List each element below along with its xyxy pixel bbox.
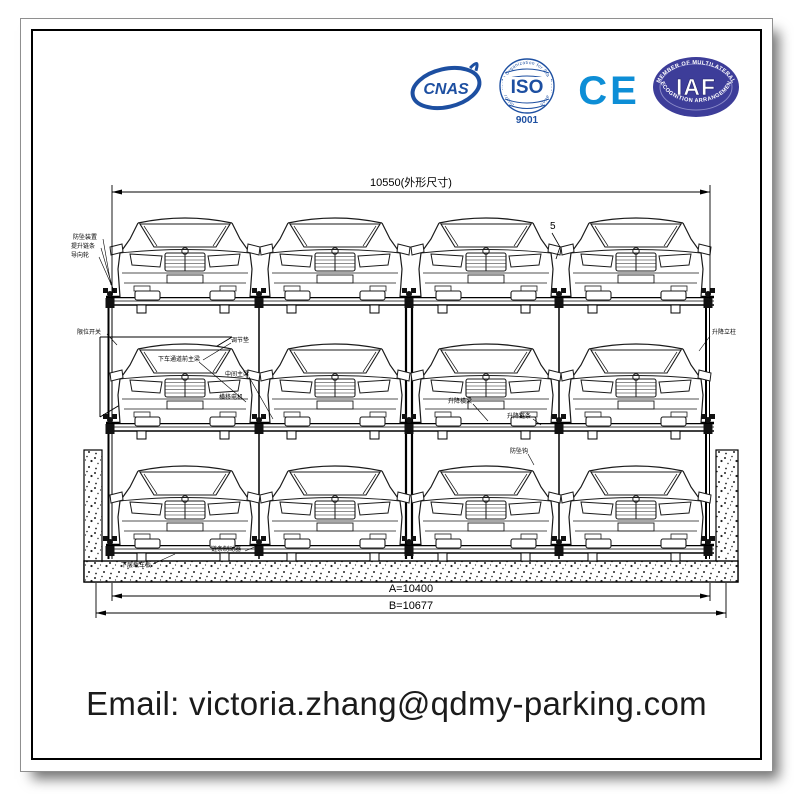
ce-label: CE	[579, 69, 639, 113]
part-label: 调节垫	[231, 336, 249, 344]
part-label: 下车通道前主梁	[158, 355, 200, 363]
part-label: 限位开关	[77, 328, 101, 336]
pit-floor	[83, 560, 739, 583]
callout-5: 5	[550, 221, 561, 260]
iso-label: ISO	[511, 77, 544, 98]
part-label: 下层载车板	[121, 561, 151, 569]
part-label: 防坠装置	[73, 233, 97, 241]
part-label: 链条制动器	[211, 545, 241, 553]
dimension-b: B=10677	[95, 583, 727, 618]
annotation-labels: 防坠装置 提升链条 导向轮 限位开关 调节垫 下车通道前主梁 中间主梁 横移电机…	[71, 233, 736, 569]
ce-mark-logo: CE	[579, 69, 639, 113]
contact-email: Email: victoria.zhang@qdmy-parking.com	[86, 685, 707, 722]
part-label: 横移电机	[219, 393, 243, 401]
cnas-logo: CNAS	[410, 62, 482, 111]
iaf-logo: MEMBER OF MULTILATERAL RECOGNITION ARRAN…	[651, 55, 739, 117]
iaf-label: IAF	[676, 74, 716, 100]
dimension-overall-width: 10550(外形尺寸)	[111, 175, 711, 299]
part-label: 提升链条	[71, 242, 95, 250]
page-sheet: CNAS International Organization for Stan…	[20, 18, 773, 772]
drawing-frame: CNAS International Organization for Stan…	[31, 29, 762, 760]
cnas-label: CNAS	[423, 81, 469, 98]
part-label: 升降立柱	[712, 328, 736, 336]
annotation-leaders	[98, 238, 711, 565]
dimension-a: A=10400	[111, 583, 711, 601]
dim-a-label: A=10400	[389, 583, 433, 595]
part-label: 升降链条	[507, 412, 531, 420]
part-label: 升降横梁	[448, 397, 472, 405]
part-label: 中间主梁	[225, 370, 249, 378]
part-label: 防坠钩	[510, 447, 528, 455]
overall-width-label: 10550(外形尺寸)	[370, 175, 452, 189]
part-label: 导向轮	[71, 251, 89, 259]
dim-b-label: B=10677	[389, 600, 433, 612]
callout-label: 5	[550, 221, 556, 232]
parking-system-diagram: 10550(外形尺寸) 5 A=10400	[71, 175, 739, 618]
iso-9001-logo: International Organization for Standardi…	[499, 58, 555, 126]
iso-number: 9001	[516, 115, 539, 126]
